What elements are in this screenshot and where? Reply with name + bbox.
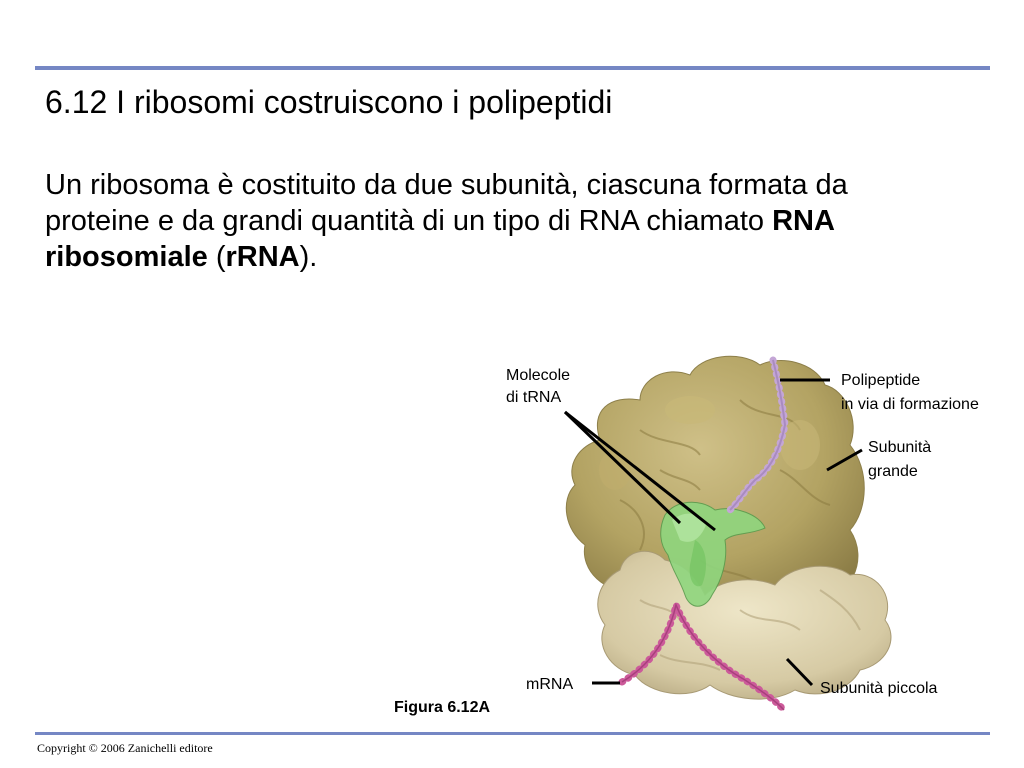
large-subunit-leader (826, 448, 863, 472)
figure-caption: Figura 6.12A (394, 699, 490, 716)
label-small-subunit: Subunità piccola (820, 680, 938, 697)
trna-leader-2 (564, 410, 716, 532)
label-large-subunit-line2: grande (868, 463, 918, 480)
body-text-part2: ( (207, 241, 226, 273)
top-divider (35, 66, 990, 70)
label-large-subunit-line1: Subunità (868, 439, 931, 456)
polypeptide-chain (726, 356, 789, 514)
label-polypeptide-line1: Polipeptide (841, 372, 920, 389)
body-text-part1: Un ribosoma è costituito da due subunità… (45, 169, 848, 237)
label-trna-line2: di tRNA (506, 389, 561, 406)
slide-body-text: Un ribosoma è costituito da due subunità… (45, 167, 945, 275)
copyright-notice: Copyright © 2006 Zanichelli editore (37, 741, 213, 755)
label-trna-line1: Molecole (506, 367, 570, 384)
small-subunit-leader (785, 657, 814, 687)
label-mrna: mRNA (526, 676, 573, 693)
bottom-divider (35, 732, 990, 735)
mrna-strand (618, 593, 788, 714)
trna-leader-1 (563, 410, 682, 525)
trna-molecules (660, 501, 766, 607)
leader-lines (563, 378, 863, 687)
label-polypeptide-line2: in via di formazione (841, 396, 979, 413)
body-text-bold-rna-ribosomiale: RNA ribosomiale (45, 205, 834, 273)
slide-title: 6.12 I ribosomi costruiscono i polipepti… (45, 84, 613, 120)
body-text-bold-rrna: rRNA (225, 241, 300, 273)
body-text-part3: ). (299, 241, 318, 273)
